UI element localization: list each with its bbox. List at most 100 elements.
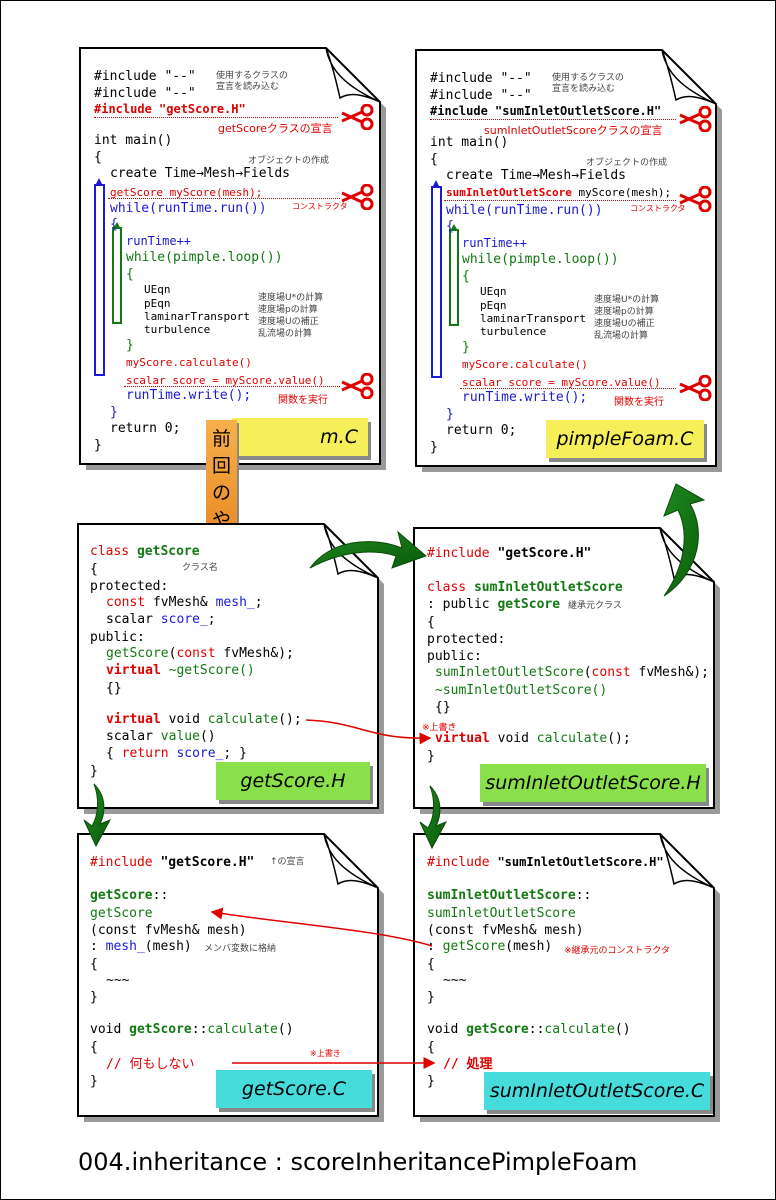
code-line: create Time→Mesh→Fields bbox=[446, 168, 627, 183]
code-line-comment: // 何もしない bbox=[106, 1057, 195, 1072]
code-line: { bbox=[446, 219, 454, 234]
code-line-score: scalar score = myScore.value() bbox=[126, 374, 325, 387]
file-tag: m.C bbox=[232, 418, 368, 456]
note-calc: 速度場U*の計算 速度場pの計算 速度場Uの補正 乱流場の計算 bbox=[594, 295, 660, 341]
code-line: #include "--" bbox=[430, 88, 532, 103]
code-line: ~~~ bbox=[443, 973, 467, 988]
code-line: int main() bbox=[94, 133, 173, 148]
code-line: while(pimple.loop()) bbox=[462, 252, 619, 267]
code-line-include: #include "getScore.H" bbox=[90, 855, 255, 870]
file-tag: pimpleFoam.C bbox=[546, 420, 704, 458]
code-line: (const fvMesh& mesh) bbox=[90, 923, 247, 938]
code-line: sumInletOutletScore:: bbox=[427, 888, 592, 903]
code-line-base: : public getScore bbox=[427, 597, 561, 612]
code-line: } bbox=[90, 764, 98, 779]
note-include: 使用するクラスの 宣言を読み込む bbox=[552, 73, 624, 94]
code-line: #include "--" bbox=[94, 86, 196, 101]
code-line: pEqn bbox=[480, 299, 507, 312]
code-line-virtual-calc: virtual void calculate(); bbox=[106, 712, 302, 727]
code-line: { bbox=[94, 150, 102, 165]
code-line-include: #include "sumInletOutletScore.H" bbox=[427, 855, 664, 870]
note-exec: 関数を実行 bbox=[614, 397, 664, 408]
file-tag: sumInletOutletScore.C bbox=[484, 1072, 710, 1110]
scissors-icon bbox=[679, 375, 712, 401]
note-include-decl: getScoreクラスの宣言 bbox=[218, 122, 333, 135]
code-line-score: scalar score = myScore.value() bbox=[462, 376, 661, 389]
curved-arrow-icon bbox=[83, 783, 112, 848]
code-line: } bbox=[427, 990, 435, 1005]
scissors-icon bbox=[341, 184, 374, 210]
code-line: while(pimple.loop()) bbox=[126, 250, 283, 265]
code-line-calc-def: void getScore::calculate() bbox=[90, 1022, 294, 1037]
cut-line bbox=[108, 198, 340, 199]
code-line: return 0; bbox=[446, 423, 517, 438]
code-line: while(runTime.run()) bbox=[446, 203, 603, 218]
code-line: } bbox=[427, 749, 435, 764]
code-line: turbulence bbox=[480, 325, 547, 338]
code-line: scalar score_; bbox=[106, 612, 216, 627]
code-line: pEqn bbox=[144, 297, 171, 310]
code-line: protected: bbox=[427, 632, 506, 647]
code-line: { bbox=[90, 1040, 98, 1055]
code-line: ~sumInletOutletScore() bbox=[435, 683, 608, 698]
code-line: { bbox=[126, 267, 134, 282]
note-above-decl: ↑の宣言 bbox=[270, 857, 305, 867]
scissors-icon bbox=[679, 106, 712, 132]
note-include-decl: sumInletOutletScoreクラスの宣言 bbox=[484, 124, 663, 137]
code-line: ~~~ bbox=[106, 973, 130, 988]
note-override: ※上書き bbox=[422, 723, 457, 733]
code-line: turbulence bbox=[144, 323, 211, 336]
code-line: { bbox=[90, 957, 98, 972]
code-line: } bbox=[462, 340, 470, 355]
code-line: runTime++ bbox=[126, 234, 192, 248]
code-line: } bbox=[110, 405, 118, 420]
code-line: create Time→Mesh→Fields bbox=[110, 166, 291, 181]
code-line: { bbox=[427, 1040, 435, 1055]
code-line: } bbox=[90, 1074, 98, 1089]
code-line: laminarTransport bbox=[144, 310, 250, 323]
code-line: public: bbox=[90, 630, 145, 645]
cut-line bbox=[124, 386, 340, 387]
code-line: } bbox=[430, 440, 438, 455]
file-tag: sumInletOutletScore.H bbox=[480, 764, 706, 802]
code-line: } bbox=[126, 338, 134, 353]
scissors-icon bbox=[341, 104, 374, 130]
note-exec: 関数を実行 bbox=[278, 395, 328, 406]
red-arrow-icon bbox=[210, 907, 433, 947]
cut-line bbox=[460, 388, 676, 389]
file-tag: getScore.C bbox=[216, 1070, 372, 1108]
code-line: UEqn bbox=[480, 285, 507, 298]
code-line: { bbox=[110, 217, 118, 232]
code-line-ctor: getScore myScore(mesh); bbox=[110, 186, 263, 199]
code-line: { bbox=[90, 562, 98, 577]
code-line: } bbox=[94, 438, 102, 453]
note-object: オブジェクトの作成 bbox=[586, 158, 668, 168]
code-line-include-getscore: #include "getScore.H" bbox=[94, 102, 246, 116]
code-line: sumInletOutletScore(const fvMesh&); bbox=[435, 665, 709, 680]
code-line: return 0; bbox=[110, 421, 181, 436]
note-ctor: コンストラクタ bbox=[630, 204, 686, 213]
note-class-name: クラス名 bbox=[182, 563, 218, 573]
code-line: { bbox=[430, 152, 438, 167]
cut-line bbox=[94, 117, 338, 118]
code-line: getScore bbox=[90, 906, 153, 921]
scissors-icon bbox=[679, 186, 712, 212]
note-object: オブジェクトの作成 bbox=[248, 156, 330, 166]
code-line: const fvMesh& mesh_; bbox=[106, 595, 263, 610]
note-base-ctor: ※継承元のコンストラクタ bbox=[564, 946, 671, 956]
code-line: int main() bbox=[430, 135, 509, 150]
code-line: runTime++ bbox=[462, 236, 528, 250]
cut-line bbox=[430, 119, 676, 120]
scissors-icon bbox=[341, 373, 374, 399]
code-line-include-sum: #include "sumInletOutletScore.H" bbox=[430, 104, 662, 118]
code-line: protected: bbox=[90, 579, 169, 594]
code-line: { bbox=[462, 269, 470, 284]
code-line: {} bbox=[435, 700, 451, 715]
note-member: メンバ変数に格納 bbox=[204, 944, 277, 954]
curved-arrow-icon bbox=[419, 785, 448, 850]
